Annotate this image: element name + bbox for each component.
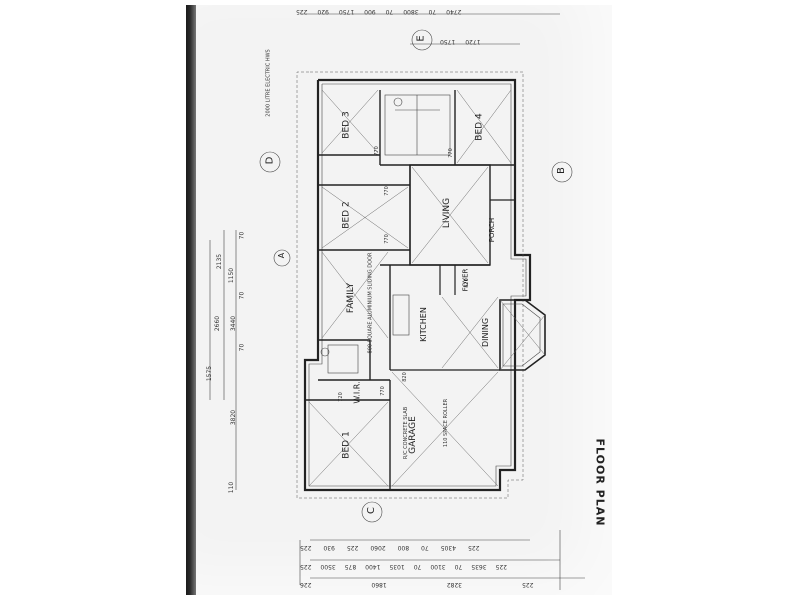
grid-marker-circles: [259, 29, 573, 523]
room-diagonals: [308, 89, 512, 487]
dining-bay: [499, 299, 546, 371]
internal-walls: [305, 90, 515, 490]
scanned-page: [186, 5, 612, 595]
house-outline: [296, 71, 532, 499]
scan-edge-shadow: [186, 5, 196, 595]
dimension-lines: [209, 13, 585, 590]
